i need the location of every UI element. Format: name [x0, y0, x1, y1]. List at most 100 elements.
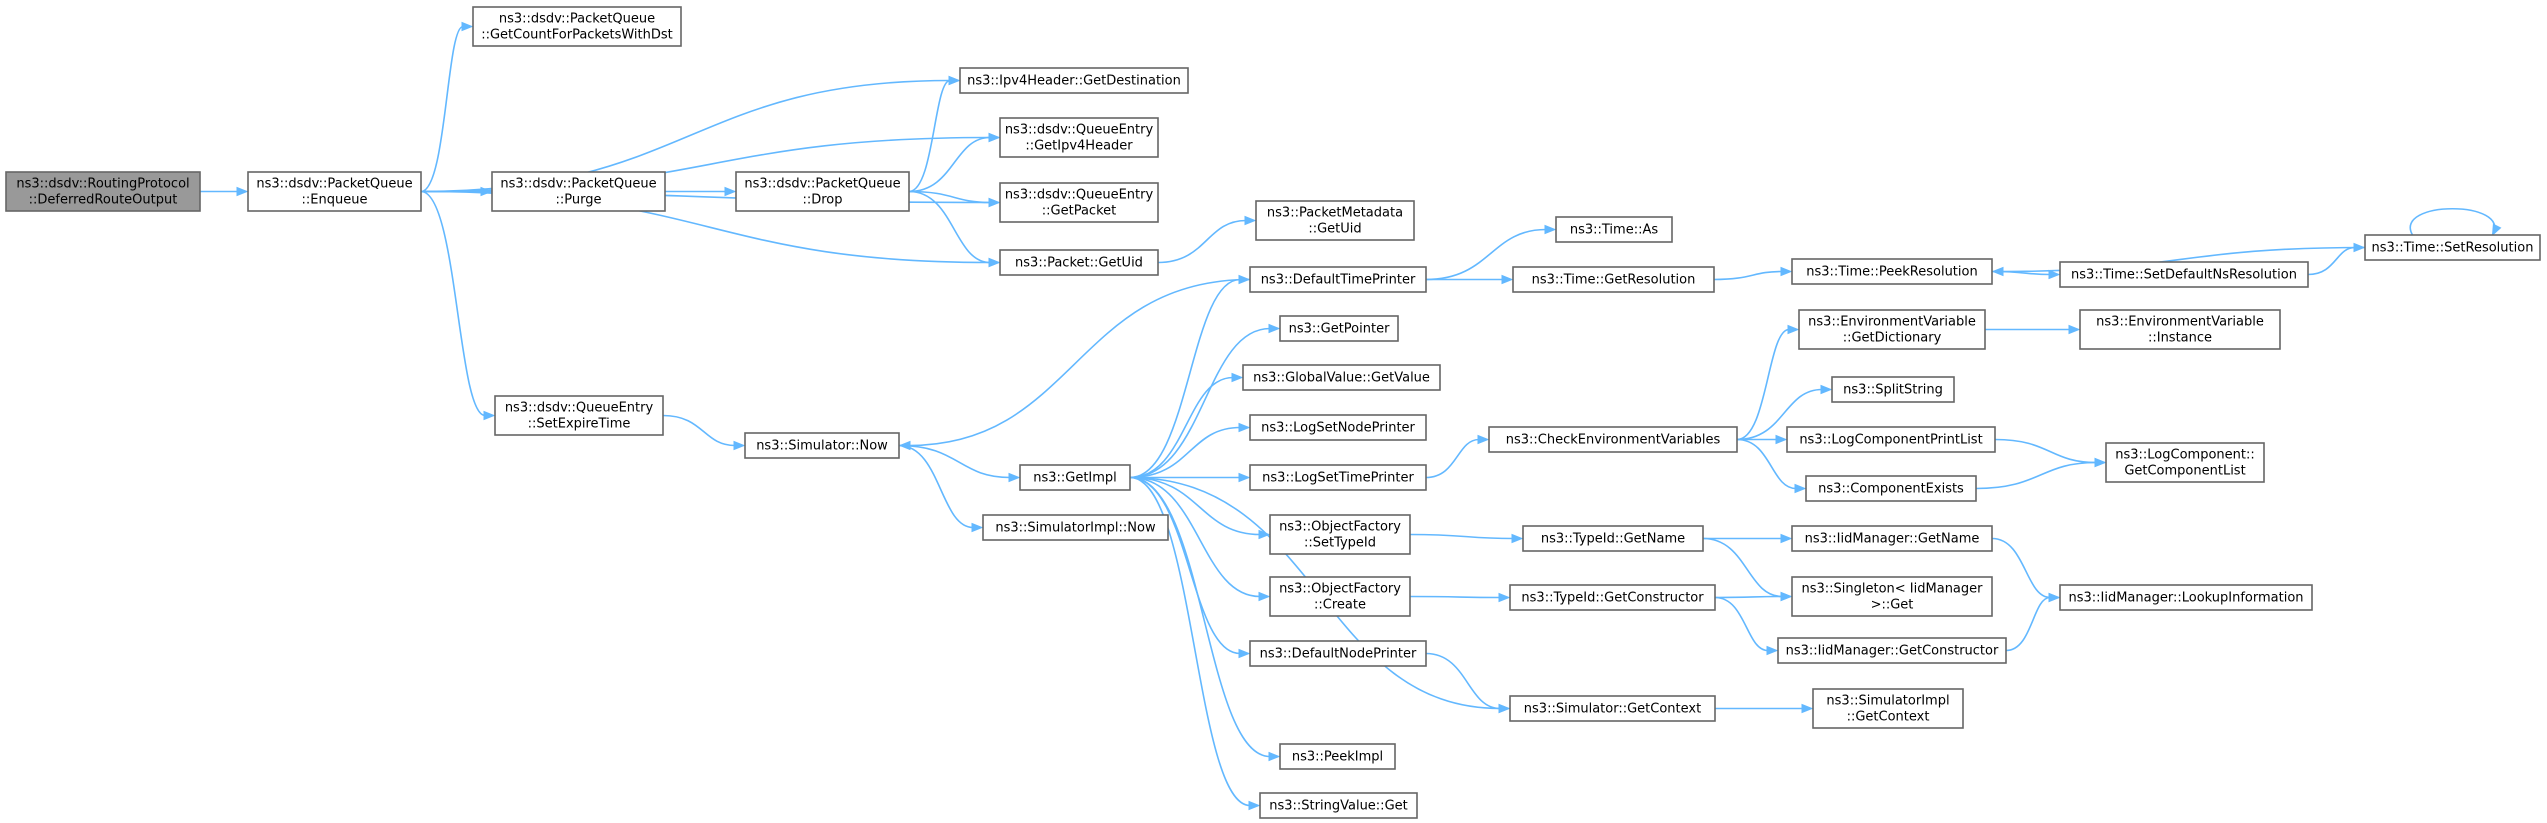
edge-arrowhead [2491, 223, 2502, 237]
edge-arrowhead [1794, 483, 1807, 494]
node-setres[interactable]: ns3::Time::SetResolution [2364, 234, 2541, 261]
node-box [1555, 216, 1673, 243]
node-label: GetComponentList [2124, 464, 2245, 479]
node-typegetctor[interactable]: ns3::TypeId::GetConstructor [1509, 584, 1716, 611]
edge-getimpl-to-ofcreate [1129, 476, 1261, 598]
node-globalget[interactable]: ns3::GlobalValue::GetValue [1242, 364, 1441, 391]
node-pktgetuid[interactable]: ns3::Packet::GetUid [999, 249, 1159, 276]
node-box [5, 171, 201, 212]
node-label: ns3::Time::SetResolution [2372, 241, 2534, 256]
node-label: ns3::Ipv4Header::GetDestination [967, 74, 1181, 89]
edge-arrowhead [1238, 648, 1251, 659]
node-label: ns3::IidManager::GetName [1805, 532, 1980, 547]
edges-layer [200, 21, 2502, 811]
node-simimplnow[interactable]: ns3::SimulatorImpl::Now [982, 514, 1169, 541]
node-simnow[interactable]: ns3::Simulator::Now [744, 432, 900, 459]
node-ipv4dest[interactable]: ns3::Ipv4Header::GetDestination [959, 67, 1189, 94]
node-compexists[interactable]: ns3::ComponentExists [1805, 475, 1977, 502]
node-setdefns[interactable]: ns3::Time::SetDefaultNsResolution [2059, 261, 2309, 288]
node-getipv4hdr[interactable]: ns3::dsdv::QueueEntry::GetIpv4Header [999, 117, 1159, 158]
node-box [982, 514, 1169, 541]
node-label: ::Instance [2148, 331, 2212, 346]
node-defnodeprinter[interactable]: ns3::DefaultNodePrinter [1249, 640, 1427, 667]
edge-simnow-to-getimpl [898, 444, 1011, 479]
node-drop[interactable]: ns3::dsdv::PacketQueue::Drop [735, 171, 910, 212]
node-label: ns3::EnvironmentVariable [1808, 315, 1976, 330]
node-box [999, 117, 1159, 158]
node-getpointer[interactable]: ns3::GetPointer [1279, 315, 1399, 342]
edge-simnow-to-simimplnow [898, 444, 974, 529]
node-envinstance[interactable]: ns3::EnvironmentVariable::Instance [2079, 309, 2281, 350]
node-setexpire[interactable]: ns3::dsdv::QueueEntry::SetExpireTime [494, 395, 664, 436]
node-box [1242, 364, 1441, 391]
node-logcompprint[interactable]: ns3::LogComponentPrintList [1786, 426, 1996, 453]
node-deferred: ns3::dsdv::RoutingProtocol::DeferredRout… [5, 171, 201, 212]
edge-logcompprint-to-logcompget [1994, 438, 2097, 464]
edge-arrowhead [988, 257, 1001, 268]
node-label: ns3::dsdv::PacketQueue [744, 177, 900, 192]
edge-arrowhead [988, 197, 1001, 208]
node-label: ns3::Simulator::GetContext [1524, 702, 1701, 717]
edge-logsettime-to-checkenv [1425, 438, 1480, 479]
node-deftimeprinter[interactable]: ns3::DefaultTimePrinter [1249, 266, 1427, 293]
edge-checkenv-to-envgetdict [1736, 328, 1790, 441]
node-ofsettype[interactable]: ns3::ObjectFactory::SetTypeId [1269, 514, 1411, 555]
node-getpacket[interactable]: ns3::dsdv::QueueEntry::GetPacket [999, 182, 1159, 223]
node-logsetnode[interactable]: ns3::LogSetNodePrinter [1249, 414, 1427, 441]
edge-arrowhead [988, 132, 1001, 143]
node-stringget[interactable]: ns3::StringValue::Get [1259, 792, 1418, 819]
node-simgetctx[interactable]: ns3::Simulator::GetContext [1509, 695, 1716, 722]
node-getimpl[interactable]: ns3::GetImpl [1019, 464, 1131, 491]
edge-arrowhead [1008, 472, 1021, 483]
node-getcount[interactable]: ns3::dsdv::PacketQueue::GetCountForPacke… [472, 6, 682, 47]
edge-typegetctor-to-iidgetctor [1714, 596, 1769, 652]
node-label: ns3::dsdv::QueueEntry [1005, 188, 1154, 203]
edge-drop-to-ipv4dest [908, 79, 951, 193]
node-ofcreate[interactable]: ns3::ObjectFactory::Create [1269, 576, 1411, 617]
node-iidgetctor[interactable]: ns3::IidManager::GetConstructor [1777, 637, 2007, 664]
node-box [1791, 576, 1993, 617]
node-label: ::SetTypeId [1304, 536, 1376, 551]
edge-arrowhead [1498, 703, 1511, 714]
edge-arrowhead [1268, 751, 1281, 762]
edge-arrowhead [1801, 703, 1814, 714]
edge-deftimeprinter-to-simnow [908, 278, 1251, 447]
node-logsettime[interactable]: ns3::LogSetTimePrinter [1249, 464, 1427, 491]
node-logcompget[interactable]: ns3::LogComponent::GetComponentList [2105, 442, 2265, 483]
node-purge[interactable]: ns3::dsdv::PacketQueue::Purge [491, 171, 666, 212]
node-typegetname[interactable]: ns3::TypeId::GetName [1522, 525, 1704, 552]
node-peekimpl[interactable]: ns3::PeekImpl [1279, 743, 1396, 770]
node-box [1279, 315, 1399, 342]
edge-timegetres-to-peekres [1713, 270, 1783, 281]
node-label: ns3::PeekImpl [1292, 750, 1383, 765]
node-envgetdict[interactable]: ns3::EnvironmentVariable::GetDictionary [1798, 309, 1986, 350]
edge-ofsettype-to-typegetname [1409, 533, 1514, 540]
edge-arrowhead [733, 440, 746, 451]
node-timeas[interactable]: ns3::Time::As [1555, 216, 1673, 243]
edge-arrowhead [1780, 591, 1793, 602]
node-enqueue[interactable]: ns3::dsdv::PacketQueue::Enqueue [247, 171, 422, 212]
node-metagetuid[interactable]: ns3::PacketMetadata::GetUid [1255, 200, 1415, 241]
edge-arrowhead [971, 522, 984, 533]
edge-arrowhead [1498, 592, 1511, 603]
node-iidgetname[interactable]: ns3::IidManager::GetName [1791, 525, 1993, 552]
node-label: ns3::Singleton< IidManager [1801, 582, 1983, 597]
node-iidlookup[interactable]: ns3::IidManager::LookupInformation [2059, 584, 2313, 611]
node-box [472, 6, 682, 47]
node-splitstring[interactable]: ns3::SplitString [1831, 376, 1955, 403]
edge-arrowhead [1238, 472, 1251, 483]
node-simimplctx[interactable]: ns3::SimulatorImpl::GetContext [1812, 688, 1964, 729]
node-singleton[interactable]: ns3::Singleton< IidManager>::Get [1791, 576, 1993, 617]
edge-getimpl-to-getpointer [1129, 327, 1271, 479]
edge-arrowhead [1477, 434, 1490, 445]
node-timegetres[interactable]: ns3::Time::GetResolution [1512, 266, 1715, 293]
node-label: ns3::IidManager::LookupInformation [2068, 591, 2303, 606]
edge-setexpire-to-simnow [662, 414, 736, 447]
node-box [1488, 426, 1738, 453]
node-label: ns3::LogSetNodePrinter [1261, 421, 1415, 436]
node-peekres[interactable]: ns3::Time::PeekResolution [1791, 258, 1993, 285]
node-checkenv[interactable]: ns3::CheckEnvironmentVariables [1488, 426, 1738, 453]
edge-arrowhead [236, 186, 249, 197]
node-label: ns3::LogComponentPrintList [1799, 433, 1982, 448]
